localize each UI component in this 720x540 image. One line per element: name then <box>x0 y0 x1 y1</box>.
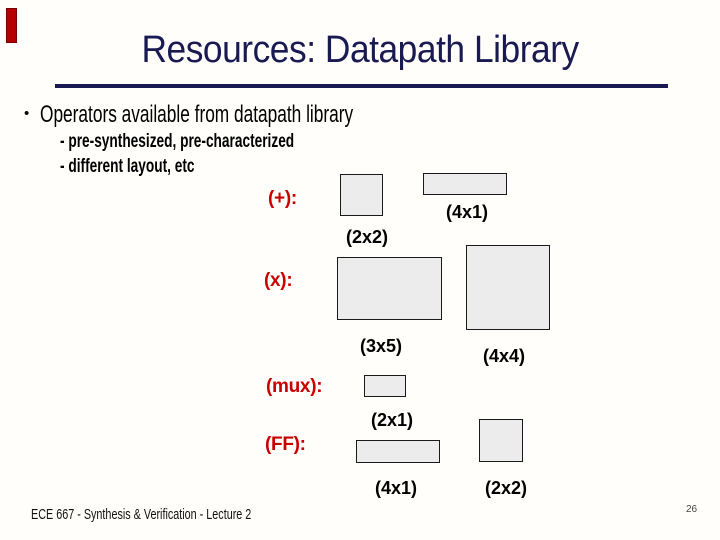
op-label-mult: (x): <box>264 270 293 291</box>
cell-size-label-mult-4x4: (4x4) <box>483 346 526 366</box>
slide-title: Resources: Datapath Library <box>0 31 720 69</box>
footer-course-label: ECE 667 - Synthesis & Verification - Lec… <box>31 506 252 523</box>
sub-bullet-2: - different layout, etc <box>60 156 195 177</box>
cell-size-label-mult-3x5: (3x5) <box>360 336 403 356</box>
op-label-mux: (mux): <box>266 376 323 397</box>
datapath-cell-ff-2x2 <box>479 419 523 462</box>
datapath-cell-mult-4x4 <box>466 245 550 330</box>
cell-size-label-add-4x1: (4x1) <box>446 202 489 222</box>
cell-size-label-add-2x2: (2x2) <box>346 227 389 247</box>
corner-accent-bar <box>6 8 17 43</box>
bullet-marker: • <box>24 105 30 122</box>
slide-title-text: Resources: Datapath Library <box>141 29 579 71</box>
op-label-ff: (FF): <box>265 434 306 455</box>
cell-size-label-ff-4x1: (4x1) <box>375 478 418 498</box>
main-bullet-text: Operators available from datapath librar… <box>40 101 354 128</box>
cell-size-label-ff-2x2: (2x2) <box>485 478 528 498</box>
page-number: 26 <box>686 504 698 515</box>
cell-size-label-mux-2x1: (2x1) <box>371 410 414 430</box>
datapath-cell-add-4x1 <box>423 173 507 195</box>
op-label-add: (+): <box>268 188 297 209</box>
sub-bullet-1: - pre-synthesized, pre-characterized <box>60 131 295 152</box>
datapath-cell-add-2x2 <box>340 174 383 216</box>
datapath-cell-mux-2x1 <box>364 375 406 397</box>
datapath-cell-mult-3x5 <box>337 257 442 320</box>
datapath-cell-ff-4x1 <box>356 440 440 463</box>
title-divider-rule <box>55 84 668 88</box>
